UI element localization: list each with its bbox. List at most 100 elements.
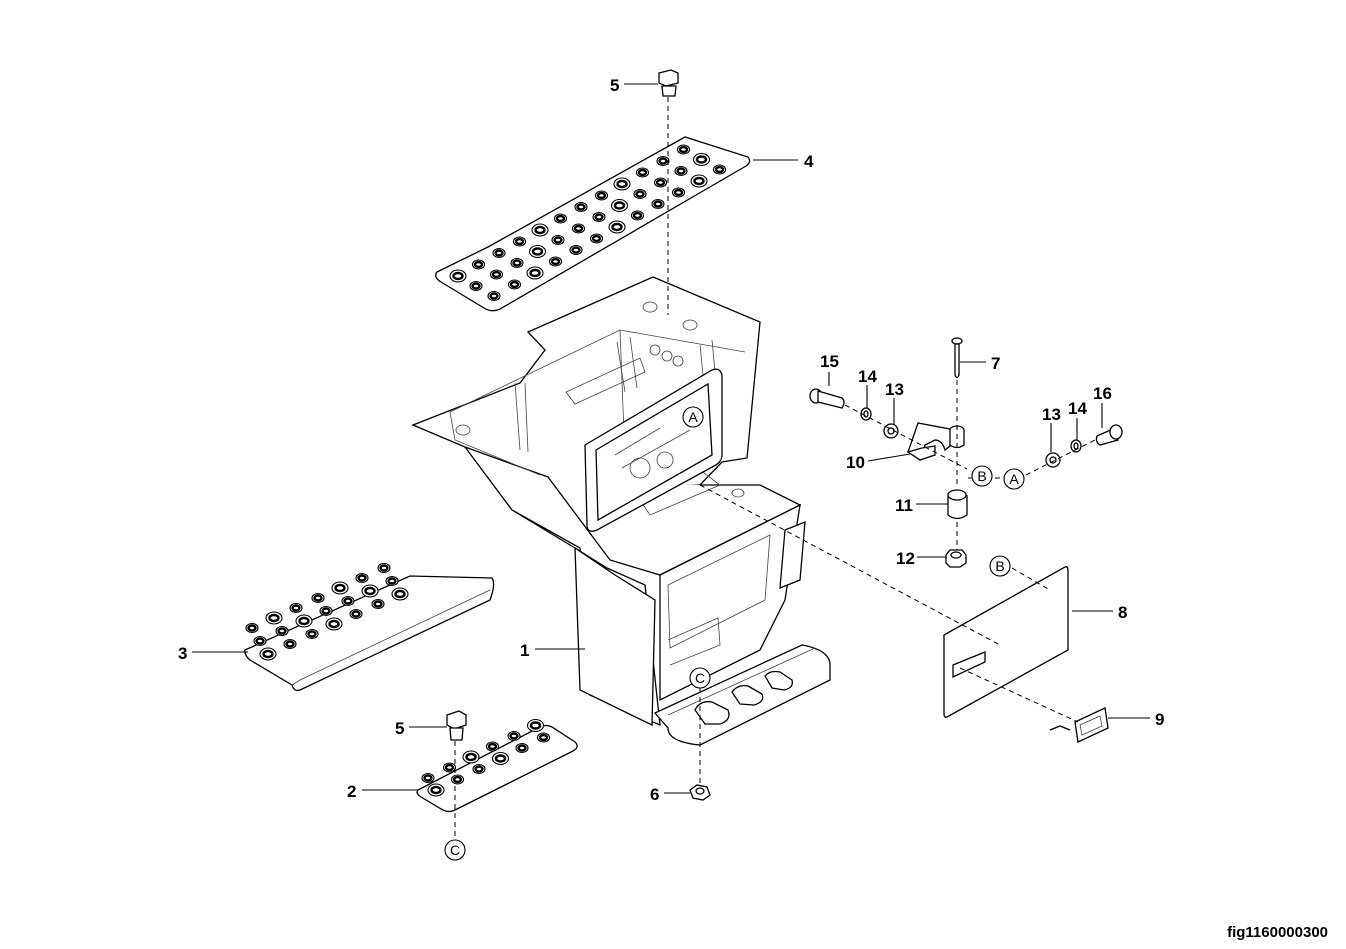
callout-11: 11 xyxy=(895,496,913,515)
callout-12: 12 xyxy=(896,549,915,568)
plate-hole-inner xyxy=(693,176,705,186)
plate-hole-inner xyxy=(616,179,628,189)
callout-8: 8 xyxy=(1118,603,1127,622)
part-16-bolt xyxy=(1095,424,1123,446)
plate-hole-inner xyxy=(611,222,623,232)
plate-hole-inner xyxy=(509,280,520,289)
part-13-washer-right xyxy=(1045,452,1061,468)
plate-hole-inner xyxy=(357,574,367,582)
plate-hole-inner xyxy=(695,155,708,164)
plate-hole-inner xyxy=(655,178,666,187)
plate-hole-inner xyxy=(591,234,602,243)
ref-marker-b-hinge: B xyxy=(971,465,993,487)
callout-5-lower: 5 xyxy=(395,719,404,738)
callout-6: 6 xyxy=(650,785,659,804)
plate-hole-inner xyxy=(394,589,406,599)
plate-hole-inner xyxy=(268,613,280,623)
callout-16: 16 xyxy=(1093,384,1112,403)
plate-hole-inner xyxy=(491,270,502,279)
plate-hole-inner xyxy=(487,742,498,751)
plate-hole-inner xyxy=(594,213,604,221)
figure-id: fig1160000300 xyxy=(1227,924,1328,941)
plate-hole-inner xyxy=(714,165,725,174)
svg-text:B: B xyxy=(995,558,1004,574)
callout-10: 10 xyxy=(846,453,865,472)
plate-hole-inner xyxy=(313,594,323,602)
plate-hole-inner xyxy=(531,247,544,256)
plate-hole-inner xyxy=(471,282,481,290)
callout-4: 4 xyxy=(804,152,814,171)
plate-hole-inner xyxy=(529,721,542,730)
part-11-bushing xyxy=(947,489,968,520)
part-15-bolt xyxy=(809,388,845,409)
plate-hole-inner xyxy=(262,649,274,659)
plate-hole-inner xyxy=(452,271,464,281)
callout-13-left: 13 xyxy=(885,380,904,399)
part-3-side-step xyxy=(244,562,495,692)
svg-text:B: B xyxy=(977,468,986,484)
plate-hole-inner xyxy=(444,763,455,772)
plate-hole-inner xyxy=(277,627,287,635)
part-2-lower-step-plate xyxy=(416,718,578,813)
part-14-washer-right xyxy=(1070,439,1082,453)
part-4-upper-step-plate xyxy=(435,136,751,312)
plate-hole-inner xyxy=(529,268,541,278)
plate-hole-inner xyxy=(653,200,663,208)
plate-hole-inner xyxy=(343,597,353,605)
callout-14-left: 14 xyxy=(858,367,877,386)
part-6-nut xyxy=(689,784,711,801)
plate-hole-inner xyxy=(474,765,484,773)
part-9-latch xyxy=(1049,707,1109,743)
assembly-lines xyxy=(454,97,1096,838)
part-7-pin xyxy=(951,337,963,379)
callout-9: 9 xyxy=(1155,710,1164,729)
plate-hole-inner xyxy=(307,630,317,638)
plate-hole-inner xyxy=(247,624,257,632)
callout-2: 2 xyxy=(347,782,356,801)
plate-hole-inner xyxy=(285,640,295,648)
svg-text:A: A xyxy=(688,409,698,425)
part-5-bolt-lower xyxy=(446,710,467,741)
plate-hole-inner xyxy=(334,583,346,593)
plate-hole-inner xyxy=(321,607,331,615)
part-10-hinge-bracket xyxy=(906,422,965,462)
plate-hole-inner xyxy=(613,201,626,210)
plate-hole-inner xyxy=(430,785,442,795)
plate-hole-inner xyxy=(676,167,686,175)
plate-hole-inner xyxy=(423,774,433,782)
part-12-nut xyxy=(945,549,967,568)
plate-hole-inner xyxy=(328,619,340,629)
callout-1: 1 xyxy=(520,641,529,660)
plate-hole-inner xyxy=(509,732,519,740)
plate-hole-inner xyxy=(576,203,586,211)
callout-5-top: 5 xyxy=(610,76,619,95)
part-8-door-panel xyxy=(943,566,1069,718)
plate-hole-inner xyxy=(494,249,504,257)
ref-marker-a-window: A xyxy=(682,406,704,428)
plate-hole-inner xyxy=(512,259,522,267)
callout-14-right: 14 xyxy=(1068,399,1087,418)
callout-13-right: 13 xyxy=(1042,405,1061,424)
ref-marker-b-door: B xyxy=(989,555,1011,577)
svg-text:C: C xyxy=(695,670,705,686)
plate-hole-inner xyxy=(291,604,301,612)
callout-3: 3 xyxy=(178,644,187,663)
plate-hole-inner xyxy=(658,157,668,165)
plate-hole-inner xyxy=(387,577,397,585)
plate-hole-inner xyxy=(373,600,383,608)
plate-hole-inner xyxy=(473,260,484,269)
plate-hole-inner xyxy=(489,292,499,300)
plate-hole-inner xyxy=(494,754,507,763)
callout-15: 15 xyxy=(820,352,839,371)
plate-hole-inner xyxy=(534,225,546,235)
callout-7: 7 xyxy=(991,354,1000,373)
plate-hole-inner xyxy=(632,211,643,220)
plate-hole-inner xyxy=(637,168,648,177)
plate-hole-inner xyxy=(298,616,310,626)
plate-hole-inner xyxy=(573,224,584,233)
plate-hole-inner xyxy=(550,257,561,266)
plate-hole-inner xyxy=(571,246,581,254)
plate-hole-inner xyxy=(514,237,525,246)
reference-markers: A A B B C C xyxy=(444,406,1025,861)
